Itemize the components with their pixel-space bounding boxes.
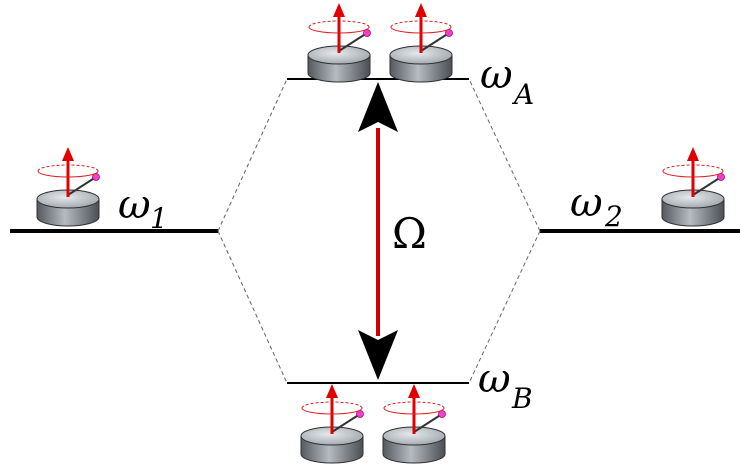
omega-2-subscript: 2 [604,200,623,233]
omega-2-symbol: ω [570,180,603,226]
omega-1-subscript: 1 [150,202,168,235]
omega-A-symbol: ω [480,52,513,98]
omega-B-symbol: ω [478,356,511,402]
omega-A-subscript: A [511,78,534,111]
spin-disk-icon [35,145,101,228]
spin-disk-icon [660,145,726,228]
coupling-arrow [358,82,398,380]
spin-disk-icon [388,1,454,84]
spin-disk-icon [299,382,365,465]
spin-disk-icon [381,382,447,465]
omega-B-subscript: B [511,382,533,415]
coupling-omega-label: Ω [392,209,427,258]
omega-1-symbol: ω [118,182,151,228]
spin-disk-icon [306,1,372,84]
